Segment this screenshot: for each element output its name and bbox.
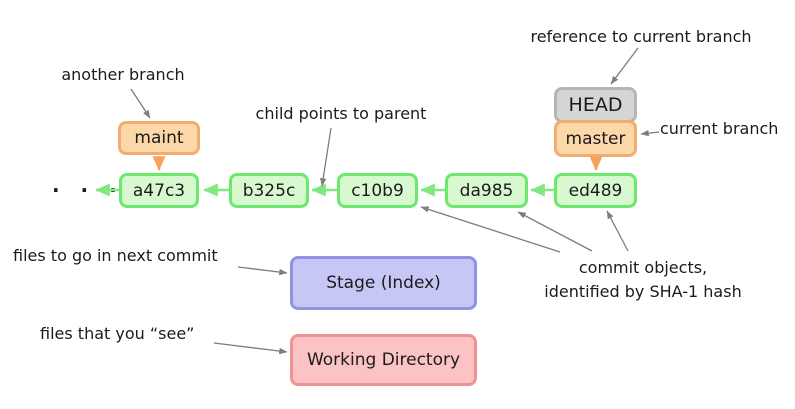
commit-a47c3-label: a47c3	[132, 180, 186, 201]
label-commit-objects-line1: commit objects,	[578, 258, 708, 277]
label-child-points-to-parent: child points to parent	[255, 104, 427, 123]
commit-node-ed489: ed489	[554, 173, 637, 208]
head-label: HEAD	[568, 94, 623, 116]
arrow-commit-objects-to-ed489	[606, 210, 629, 252]
branch-maint-label: maint	[134, 128, 184, 148]
arrow-another-branch-to-maint	[130, 88, 151, 119]
label-files-to-go-in-next-commit: files to go in next commit	[13, 246, 218, 265]
commit-c10b9-label: c10b9	[351, 180, 404, 201]
label-another-branch: another branch	[61, 65, 185, 84]
commit-node-a47c3: a47c3	[119, 173, 199, 208]
commit-b325c-label: b325c	[242, 180, 296, 201]
label-commit-objects: commit objects, identified by SHA-1 hash	[544, 256, 741, 304]
commit-node-da985: da985	[445, 173, 528, 208]
arrow-current-branch-to-master	[640, 129, 660, 137]
stage-index-label: Stage (Index)	[326, 273, 441, 293]
label-files-that-you-see: files that you “see”	[40, 324, 195, 343]
arrow-commit-objects-to-c10b9	[420, 206, 561, 253]
stage-index-box: Stage (Index)	[290, 256, 477, 310]
working-directory-label: Working Directory	[306, 350, 461, 370]
arrow-commit-objects-to-da985	[517, 211, 593, 252]
working-directory-box: Working Directory	[290, 334, 477, 386]
commit-node-c10b9: c10b9	[337, 173, 418, 208]
branch-node-master: master	[554, 120, 637, 157]
commit-da985-label: da985	[459, 180, 514, 201]
commit-ed489-label: ed489	[568, 180, 623, 201]
label-current-branch: current branch	[660, 119, 779, 138]
arrow-child-points-to-parent-pointer	[320, 127, 332, 187]
history-ellipsis: · · ·	[52, 178, 124, 202]
label-commit-objects-line2: identified by SHA-1 hash	[544, 282, 742, 301]
label-reference-to-current-branch: reference to current branch	[530, 27, 752, 46]
arrow-reference-to-head	[610, 47, 639, 85]
arrow-files-you-see-to-working-directory	[213, 342, 288, 355]
arrow-files-next-commit-to-stage	[237, 266, 288, 276]
branch-master-label: master	[565, 128, 626, 149]
branch-node-maint: maint	[118, 121, 200, 155]
commit-node-b325c: b325c	[229, 173, 309, 208]
head-node: HEAD	[554, 87, 637, 123]
